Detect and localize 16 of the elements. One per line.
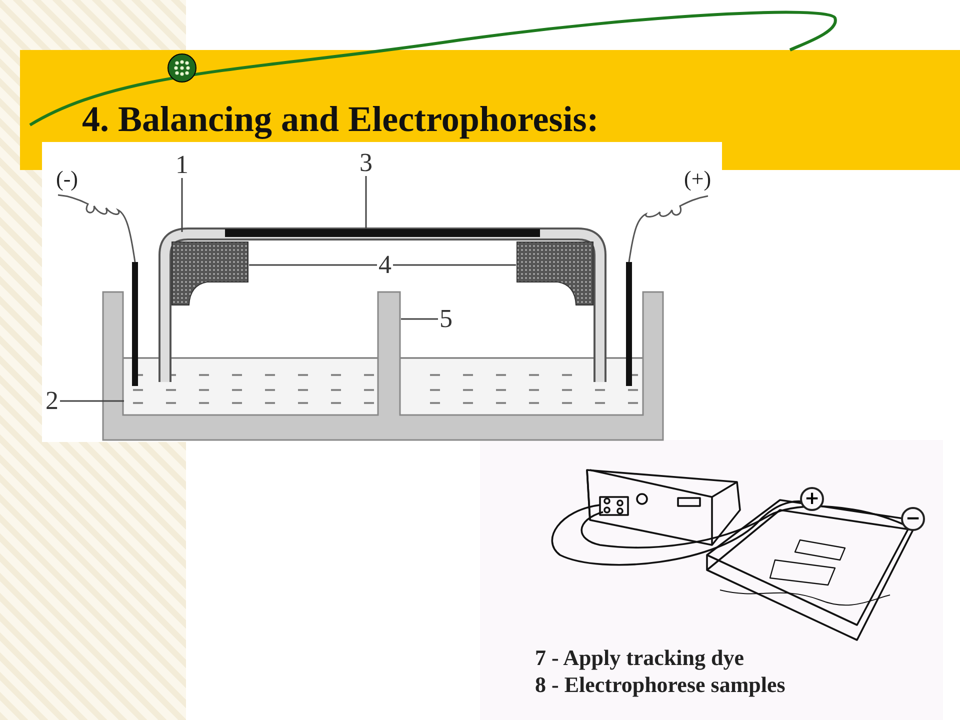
callout-number: 4	[377, 252, 393, 278]
leader-line	[181, 178, 183, 232]
callout-number: 5	[438, 306, 454, 332]
polarity-label: (+)	[684, 166, 712, 192]
leader-line	[365, 176, 367, 229]
leader-line	[249, 264, 377, 266]
callout-number: 1	[174, 152, 190, 178]
step-text: 7 - Apply tracking dye	[535, 645, 744, 671]
leader-line	[401, 318, 438, 320]
callout-number: 2	[44, 388, 60, 414]
leader-line	[393, 264, 516, 266]
leader-line	[60, 400, 124, 402]
callout-number: 3	[358, 150, 374, 176]
step-text: 8 - Electrophorese samples	[535, 672, 786, 698]
slide-title: 4. Balancing and Electrophoresis:	[82, 98, 599, 140]
polarity-label: (-)	[56, 166, 78, 192]
